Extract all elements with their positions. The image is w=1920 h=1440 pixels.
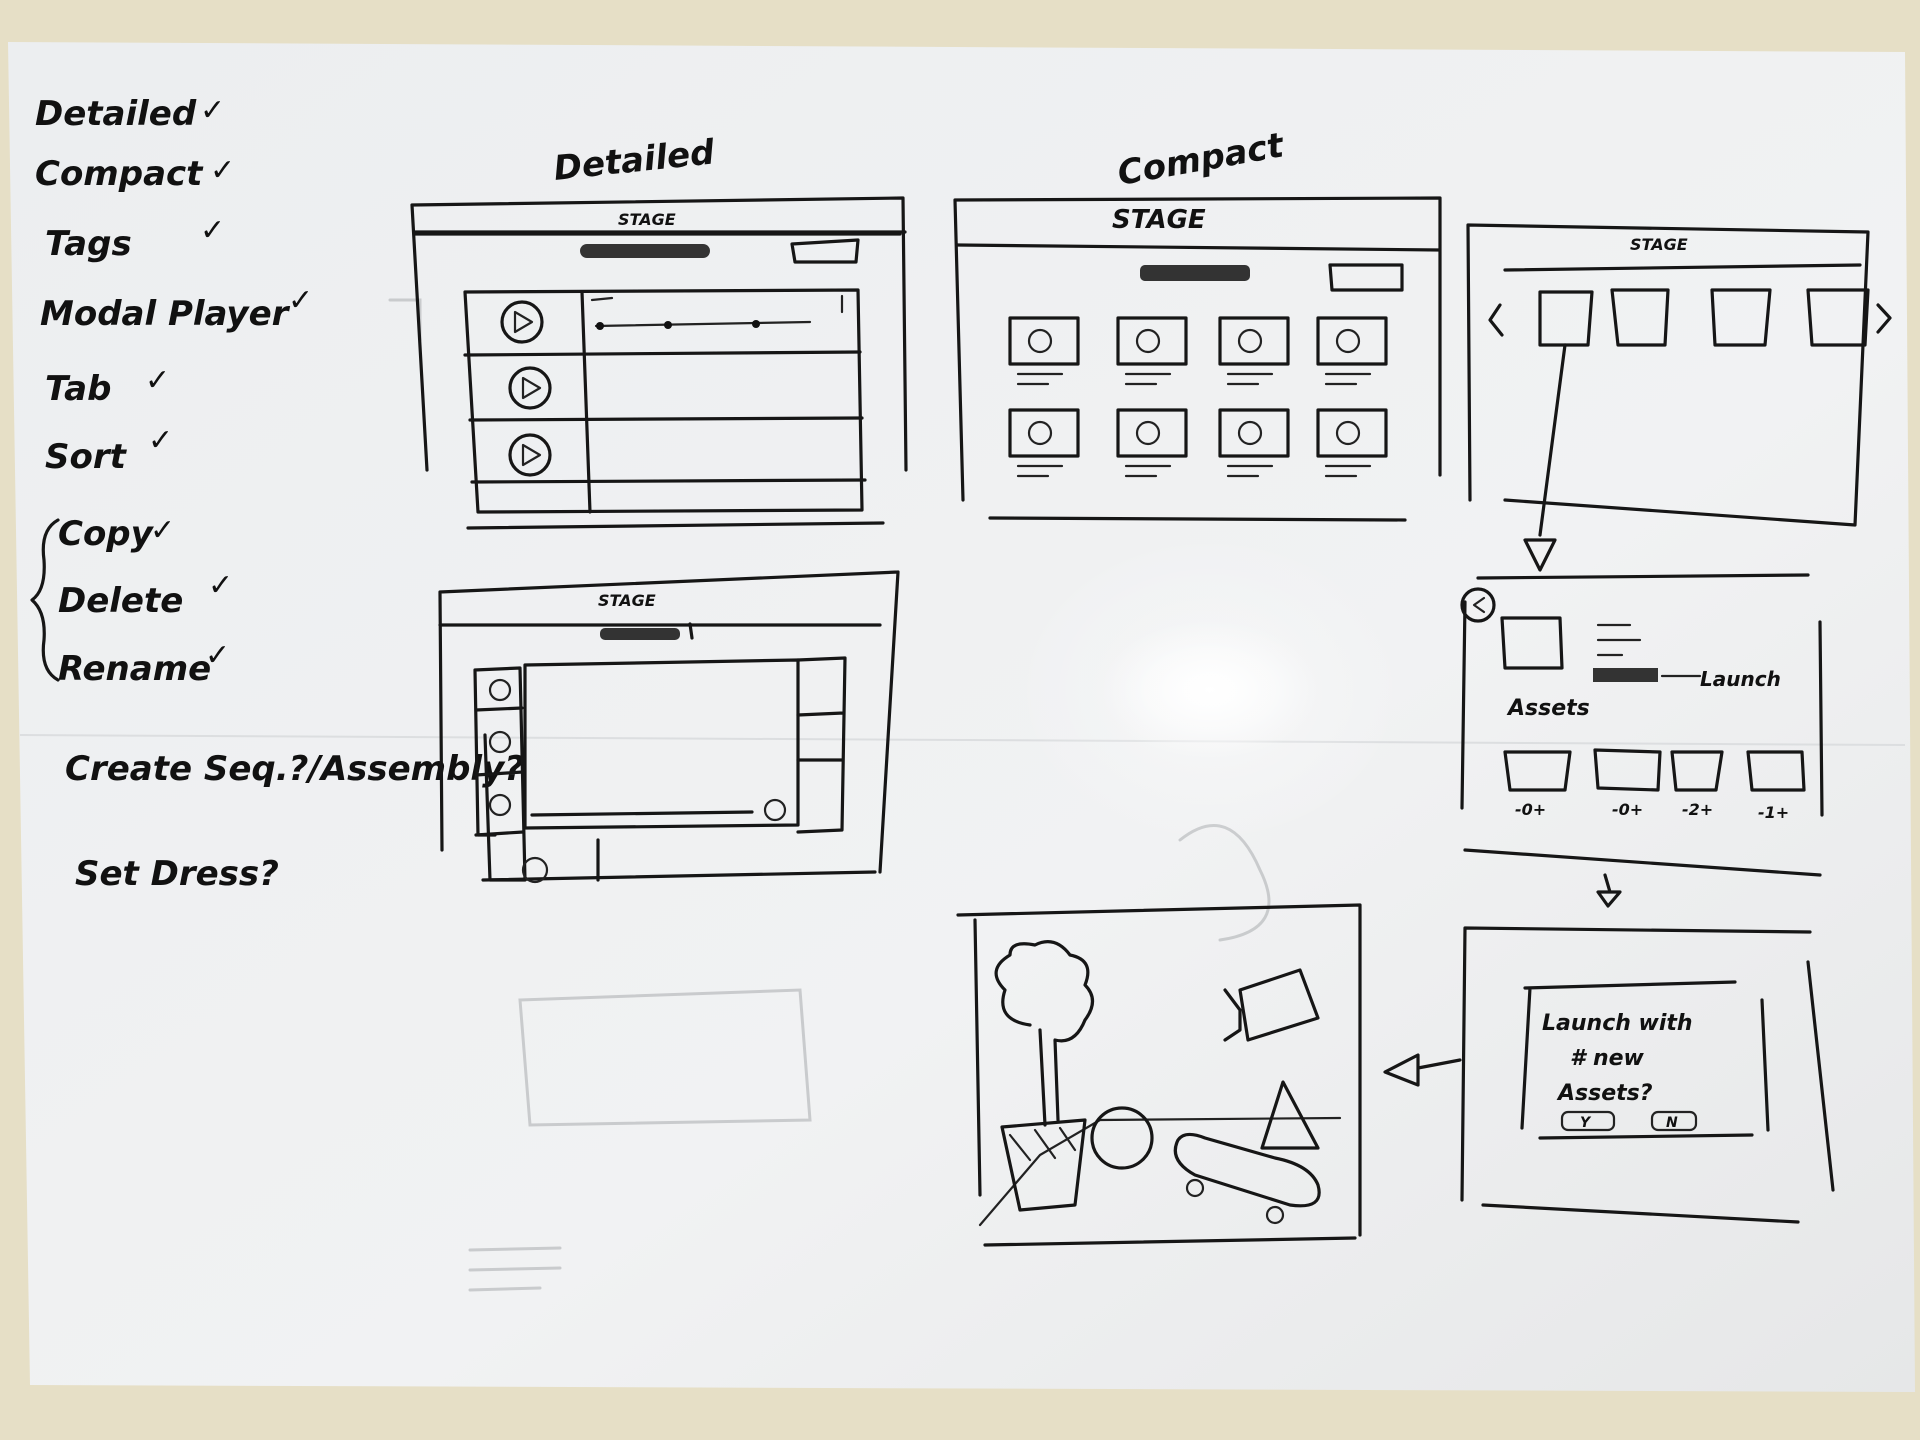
sketch-carousel: STAGE <box>1466 223 1892 572</box>
thumbnail-card <box>1218 316 1290 366</box>
check-mark: ✓ <box>150 513 175 548</box>
board-seam <box>19 734 1906 746</box>
checklist-item-rename: Rename <box>58 649 211 689</box>
dialog-line-3: Assets? <box>1556 1081 1653 1106</box>
play-icon <box>1027 328 1053 354</box>
check-mark: ✓ <box>200 213 225 248</box>
thumbnail-card <box>1316 408 1388 458</box>
checklist-item-delete: Delete <box>58 581 183 621</box>
checklist-item-copy: Copy <box>58 514 155 554</box>
dialog-line-2: # new <box>1570 1046 1645 1071</box>
checklist: Detailed ✓ Compact ✓ Tags ✓ Modal Player… <box>30 93 524 894</box>
sketch-title: STAGE <box>1630 235 1688 254</box>
check-mark: ✓ <box>210 153 235 188</box>
thumbnail-card <box>1008 316 1080 366</box>
dialog-no-button <box>1650 1110 1698 1132</box>
checklist-item-modal-player: Modal Player <box>40 294 291 334</box>
dialog-line-1: Launch with <box>1542 1011 1693 1036</box>
dialog-no-label: N <box>1666 1115 1678 1131</box>
checklist-item-tab: Tab <box>45 369 111 409</box>
asset-count: -0+ <box>1612 800 1643 819</box>
play-icon <box>1135 420 1161 446</box>
question-create-sequence: Create Seq.?/Assembly? <box>65 749 524 789</box>
thumbnail-card <box>1218 408 1290 458</box>
checklist-item-tags: Tags <box>45 224 132 264</box>
checklist-item-sort: Sort <box>45 437 128 477</box>
sort-control <box>580 244 710 258</box>
thumbnail-card <box>1116 316 1188 366</box>
launch-label: Launch <box>1700 667 1781 691</box>
dialog-yes-button <box>1560 1110 1616 1132</box>
play-icon <box>1335 420 1361 446</box>
check-mark: ✓ <box>205 638 230 673</box>
check-mark: ✓ <box>208 568 233 603</box>
compact-grid <box>1008 316 1388 478</box>
check-mark: ✓ <box>288 283 313 318</box>
check-mark: ✓ <box>148 423 173 458</box>
check-mark: ✓ <box>145 363 170 398</box>
assets-label: Assets <box>1506 696 1590 721</box>
sketch-player: STAGE <box>438 570 900 884</box>
sketch-set-dress-scene <box>956 903 1362 1247</box>
checklist-item-detailed: Detailed <box>35 94 197 134</box>
checklist-item-compact: Compact <box>35 154 204 194</box>
group-brace <box>30 518 60 682</box>
sort-control <box>1140 265 1250 281</box>
sketch-title: STAGE <box>618 210 676 229</box>
sketch-title: STAGE <box>1112 205 1206 235</box>
launch-button <box>1593 668 1658 682</box>
asset-count: -0+ <box>1515 800 1546 819</box>
whiteboard-surface <box>8 42 1915 1392</box>
asset-count: -1+ <box>1758 803 1789 822</box>
play-icon <box>1237 420 1263 446</box>
sketch-title: STAGE <box>598 591 656 610</box>
sketch-asset-detail: Launch Assets -0+ -0+ -2+ -1+ <box>1460 573 1824 908</box>
sketch-launch-dialog: Launch with # new Assets? Y N <box>1383 926 1835 1224</box>
play-icon <box>1027 420 1053 446</box>
dialog-yes-label: Y <box>1580 1115 1592 1131</box>
check-mark: ✓ <box>200 93 225 128</box>
asset-count: -2+ <box>1682 800 1713 819</box>
question-set-dress: Set Dress? <box>75 854 279 894</box>
button-sketch <box>790 238 860 264</box>
play-icon <box>1237 328 1263 354</box>
thumbnail-card <box>1116 408 1188 458</box>
thumbnail-card <box>1008 408 1080 458</box>
thumbnail-card <box>1316 316 1388 366</box>
play-icon <box>1135 328 1161 354</box>
play-icon <box>1335 328 1361 354</box>
